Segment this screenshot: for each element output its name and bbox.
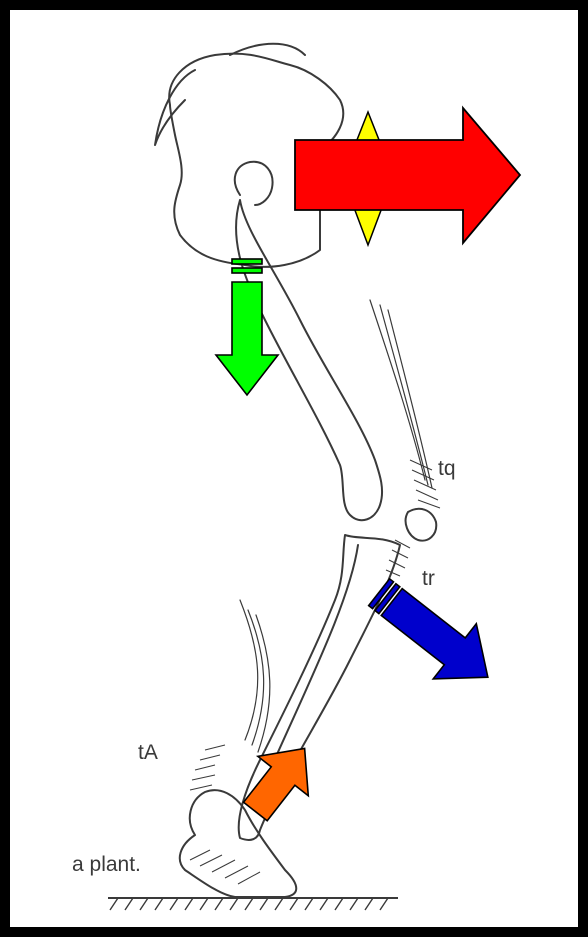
label-tq: tq [438,458,456,479]
plantar-hatch [190,850,260,884]
calf-lines [240,600,270,752]
leg-anatomy-diagram [10,10,578,927]
fibula-outline [270,545,358,770]
patella [406,509,437,541]
figure-frame: tq tr tA a plant. [10,10,578,927]
patellar-tendon-hatch [386,540,410,576]
red-arrow [295,108,520,243]
tibialis-tendon-hatch [190,745,225,790]
orange-arrow [230,729,330,831]
quadriceps-lines [370,300,432,488]
label-a-plant: a plant. [72,854,141,875]
label-tr: tr [422,568,435,589]
ground-hatching [110,898,388,910]
quadriceps-tendon-hatch [410,460,440,508]
femoral-head [235,162,273,205]
label-ta: tA [138,742,158,763]
